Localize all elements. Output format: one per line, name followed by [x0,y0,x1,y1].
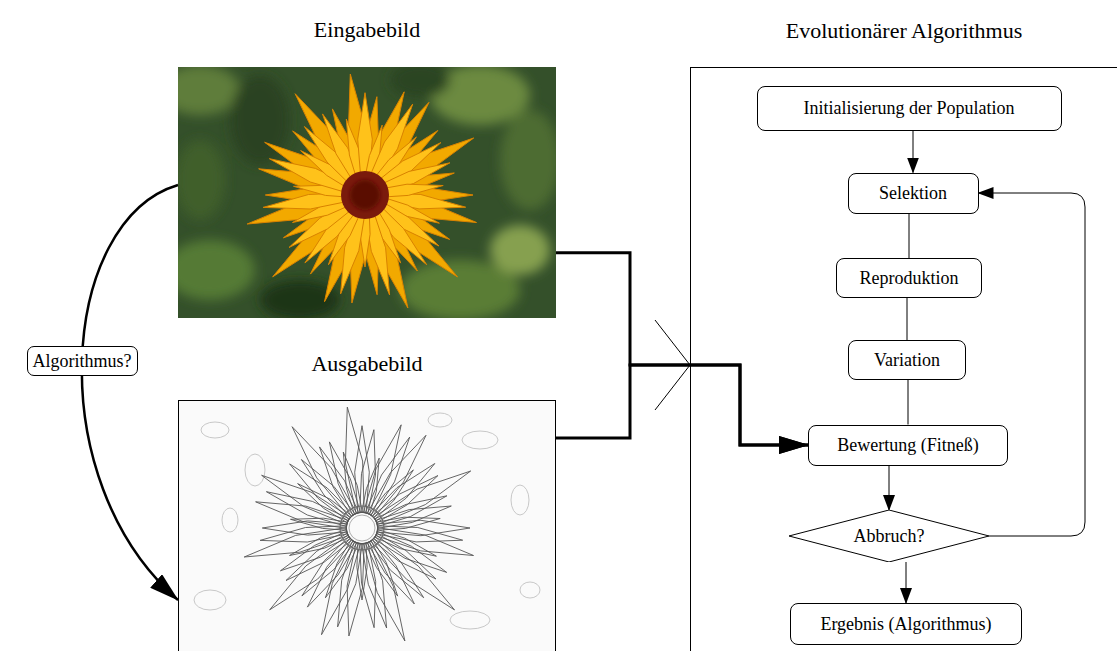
connector [909,214,910,259]
result-box: Ergebnis (Algorithmus) [790,603,1022,645]
connector [979,193,1086,536]
box-label: Bewertung (Fitneß) [837,434,978,456]
connector [556,365,808,445]
petal [266,492,349,527]
image-heading: Eingabebild [178,15,556,45]
connector [889,466,890,511]
algorithm-panel: Evolutionärer AlgorithmusInitialisierung… [690,67,1117,651]
connector [907,298,908,340]
petal [369,470,413,519]
petal [307,538,356,607]
petal [343,452,362,514]
petal [329,442,360,515]
process-box: Variation [848,340,966,380]
connector [556,253,808,445]
process-box: Selektion [848,173,979,214]
input-image: Eingabebild [178,67,556,318]
decision-diamond: Abbruch? [789,510,989,562]
connector [906,562,907,603]
edge-label: Algorithmus? [27,346,138,376]
petal [377,517,440,530]
connector [82,185,178,600]
petal [371,535,455,610]
image-heading: Ausgabebild [179,349,555,379]
petal [345,407,364,513]
petal [375,496,447,527]
box-label: Initialisierung der Population [804,97,1015,119]
petal [302,537,355,596]
output-image: Ausgabebild [178,400,556,651]
box-label: Selektion [879,182,947,204]
process-box: Reproduktion [836,258,982,298]
petal [366,437,410,516]
petal [375,530,436,557]
flower-photo [178,67,556,318]
petal [338,542,363,627]
petal [355,426,370,513]
box-label: Reproduktion [860,267,959,289]
image-heading: Evolutionärer Algorithmus [691,16,1117,46]
petal [369,537,424,598]
process-box: Initialisierung der Population [757,86,1062,131]
process-box: Bewertung (Fitneß) [808,425,1008,466]
petal [364,541,405,641]
petal [270,535,354,610]
petal [357,544,367,601]
box-label: Variation [874,349,940,371]
petal [290,464,354,521]
petal [320,447,359,516]
petal [260,526,347,542]
box-label: Abbruch? [854,525,925,547]
petal [372,533,436,579]
connector [908,380,909,425]
box-label: Ergebnis (Algorithmus) [820,613,991,635]
petal [362,542,387,628]
petal [290,530,350,556]
connector [913,131,914,173]
petal [380,184,443,197]
edge-image [178,400,556,651]
